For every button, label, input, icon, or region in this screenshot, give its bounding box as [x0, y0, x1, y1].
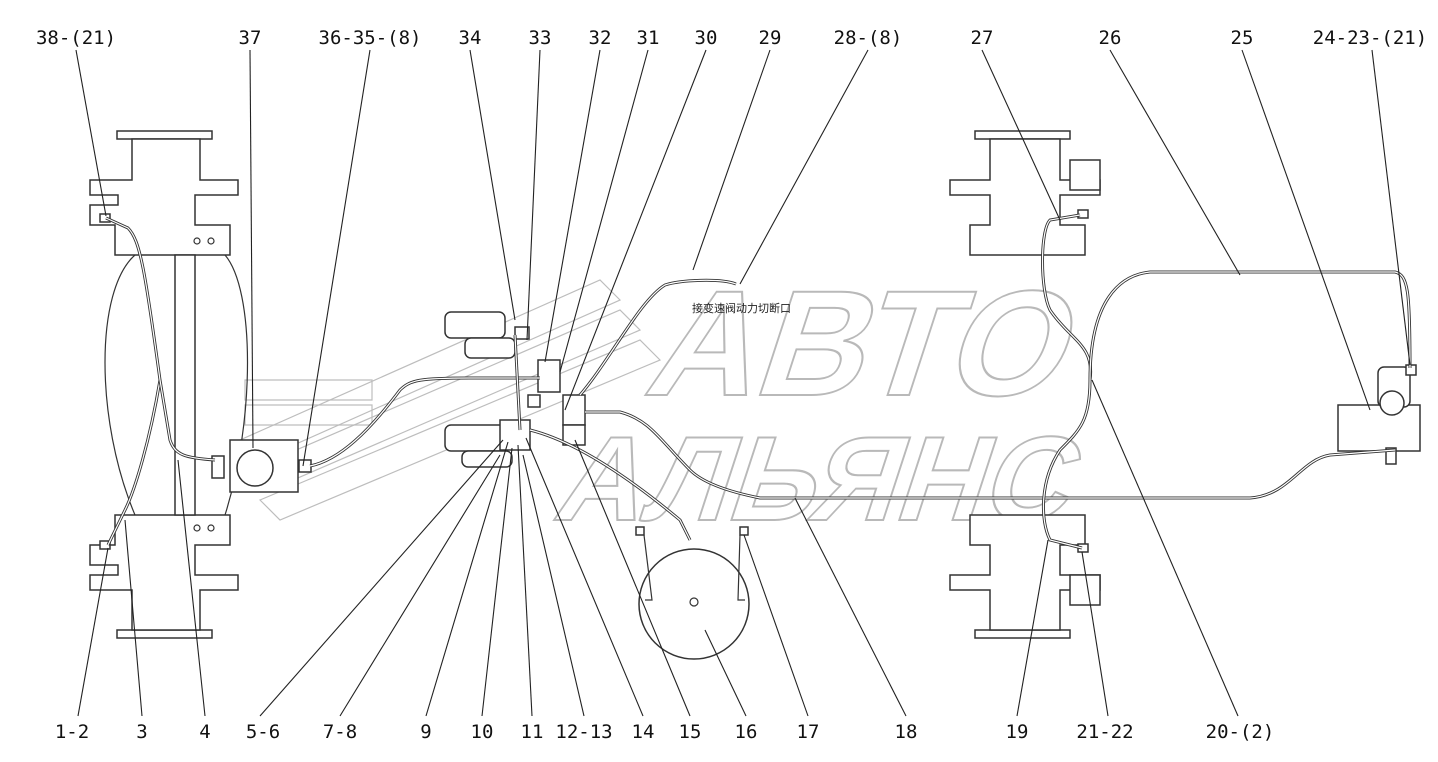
rear-brake-valve — [1337, 364, 1421, 465]
callout-29: 29 — [759, 27, 782, 49]
callout-25: 25 — [1231, 27, 1254, 49]
brake-lines — [105, 213, 1412, 550]
callout-36-35-8: 36-35-(8) — [319, 27, 422, 49]
callout-5-6: 5-6 — [246, 721, 280, 743]
callout-30: 30 — [695, 27, 718, 49]
air-tank — [635, 526, 750, 660]
callout-18: 18 — [895, 721, 918, 743]
callout-27: 27 — [971, 27, 994, 49]
callout-19: 19 — [1006, 721, 1029, 743]
callout-28-8: 28-(8) — [834, 27, 903, 49]
callout-17: 17 — [797, 721, 820, 743]
callout-31: 31 — [637, 27, 660, 49]
front-brake-valve — [211, 439, 312, 493]
callout-1-2: 1-2 — [55, 721, 89, 743]
watermark: АВТО АЛЬЯНС — [238, 259, 1102, 547]
callout-20-2: 20-(2) — [1206, 721, 1275, 743]
callout-7-8: 7-8 — [323, 721, 357, 743]
front-axle — [89, 130, 249, 639]
callout-4: 4 — [199, 721, 210, 743]
callout-37: 37 — [239, 27, 262, 49]
callout-33: 33 — [529, 27, 552, 49]
callout-10: 10 — [471, 721, 494, 743]
callouts-top: 38-(21) 37 36-35-(8) 34 33 32 31 30 29 2… — [36, 27, 1427, 49]
callout-26: 26 — [1099, 27, 1122, 49]
callout-16: 16 — [735, 721, 758, 743]
callout-14: 14 — [632, 721, 655, 743]
callout-9: 9 — [420, 721, 431, 743]
leader-lines — [75, 49, 1411, 717]
callout-12-13: 12-13 — [555, 721, 612, 743]
callout-15: 15 — [679, 721, 702, 743]
callout-21-22: 21-22 — [1076, 721, 1133, 743]
callouts-bottom: 1-2 3 4 5-6 7-8 9 10 11 12-13 14 15 16 1… — [55, 721, 1274, 743]
callout-32: 32 — [589, 27, 612, 49]
callout-3: 3 — [136, 721, 147, 743]
callout-24-23-21: 24-23-(21) — [1313, 27, 1427, 49]
annotation-label: 接变速阀动力切断口 — [692, 301, 791, 315]
callout-34: 34 — [459, 27, 482, 49]
callout-11: 11 — [521, 721, 544, 743]
rear-axle — [949, 130, 1101, 639]
callout-38-21: 38-(21) — [36, 27, 116, 49]
watermark-line1: АВТО — [631, 260, 1101, 428]
